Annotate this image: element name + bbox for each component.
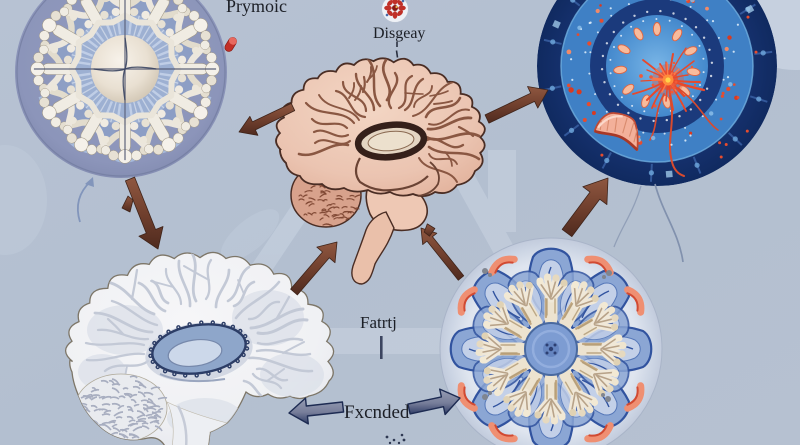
svg-text:Fxcnded: Fxcnded <box>344 402 410 423</box>
svg-text:Fatrtj: Fatrtj <box>360 313 397 332</box>
svg-text:Prymoic: Prymoic <box>226 0 287 16</box>
svg-text:Disgeay: Disgeay <box>373 25 425 42</box>
